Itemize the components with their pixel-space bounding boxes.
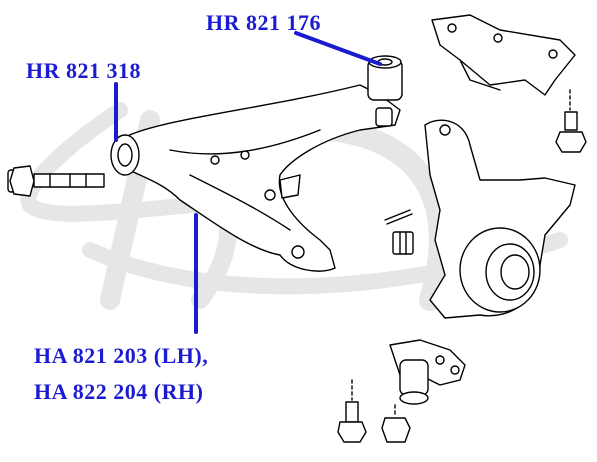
leader-lines [114, 31, 382, 334]
ball-joint [389, 339, 466, 405]
front-bolt [7, 165, 105, 197]
castle-nut [392, 231, 414, 255]
label-part-hr-821-176: HR 821 176 [206, 10, 321, 35]
front-bushing [110, 134, 140, 176]
ball-joint-bolt [337, 379, 367, 443]
cotter-pin [384, 209, 413, 225]
rear-bushing [367, 55, 403, 127]
steering-knuckle [424, 119, 576, 319]
leader-rear-bushing [294, 31, 382, 66]
label-part-ha-821-203: HA 821 203 (LH), [34, 343, 209, 368]
lower-control-arm [119, 84, 401, 272]
label-part-hr-821-318: HR 821 318 [26, 58, 141, 83]
ball-joint-nut [381, 404, 411, 443]
bracket-bolt [555, 89, 587, 153]
mounting-bracket [431, 14, 576, 96]
label-part-ha-822-204: HA 822 204 (RH) [34, 379, 204, 404]
